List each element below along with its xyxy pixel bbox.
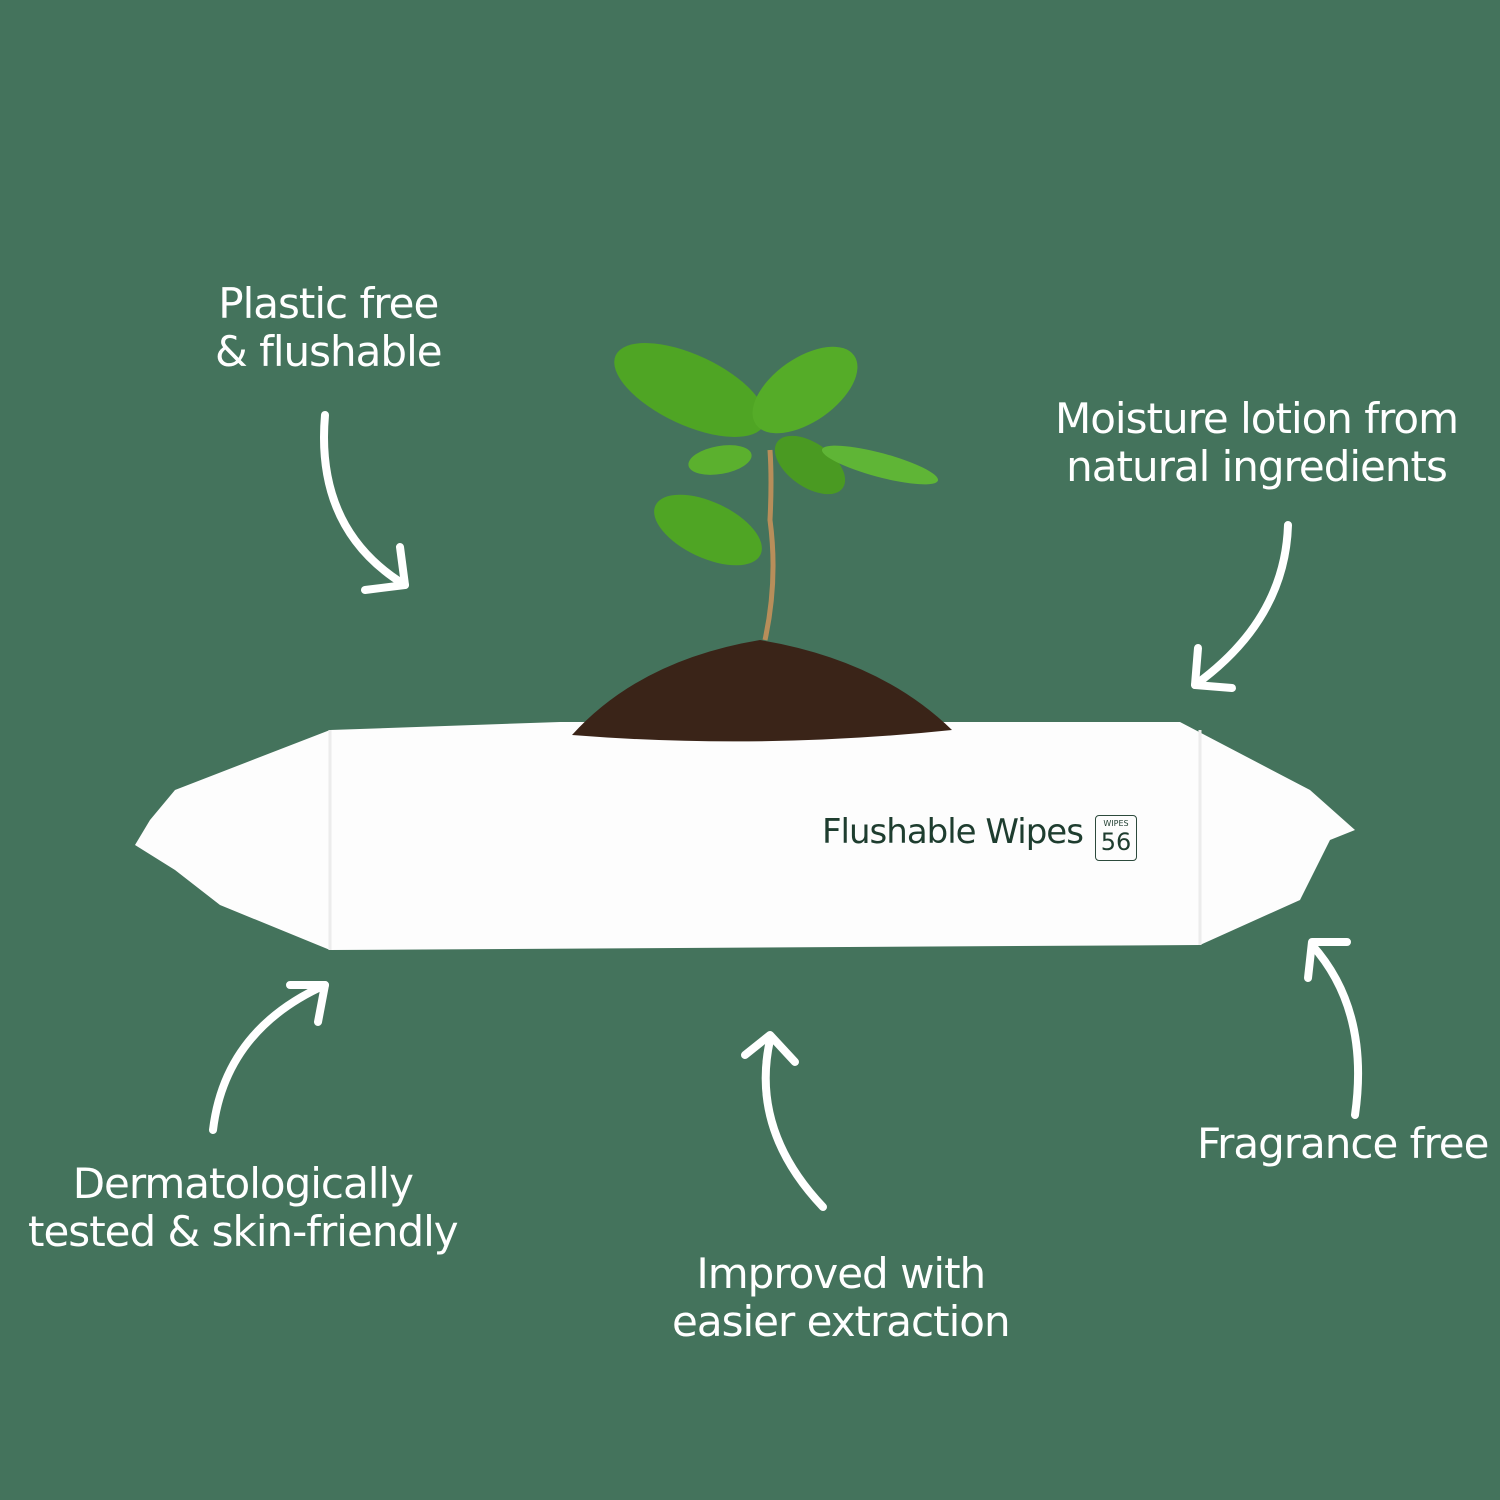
feature-fragrance: Fragrance free [1197, 1119, 1489, 1168]
feature-line: Plastic free [218, 279, 439, 328]
feature-line: tested & skin-friendly [28, 1207, 459, 1256]
brand-text: Flushable Wipes [822, 812, 1084, 852]
feature-moisture: Moisture lotion from natural ingredients [1055, 394, 1459, 491]
feature-line: Dermatologically [72, 1159, 414, 1208]
arrow-icon [1304, 938, 1363, 1119]
plant-icon [572, 343, 952, 742]
feature-line: easier extraction [672, 1297, 1011, 1346]
arrow-icon [209, 981, 329, 1134]
feature-line: Improved with [696, 1249, 986, 1298]
feature-line: Moisture lotion from [1055, 394, 1459, 443]
feature-line: natural ingredients [1066, 442, 1448, 491]
wipes-package [135, 722, 1355, 950]
feature-plastic-free: Plastic free & flushable [215, 279, 443, 376]
arrow-icon [1191, 521, 1292, 692]
badge-label: WIPES [1103, 819, 1129, 828]
feature-dermatological: Dermatologically tested & skin-friendly [28, 1159, 459, 1256]
feature-line: Fragrance free [1197, 1119, 1489, 1168]
feature-extraction: Improved with easier extraction [672, 1249, 1011, 1346]
badge-count: 56 [1100, 828, 1132, 856]
wipes-count-badge: WIPES 56 [1095, 815, 1137, 861]
feature-line: & flushable [215, 327, 443, 376]
arrow-icon [741, 1031, 827, 1211]
arrow-icon [320, 411, 409, 594]
